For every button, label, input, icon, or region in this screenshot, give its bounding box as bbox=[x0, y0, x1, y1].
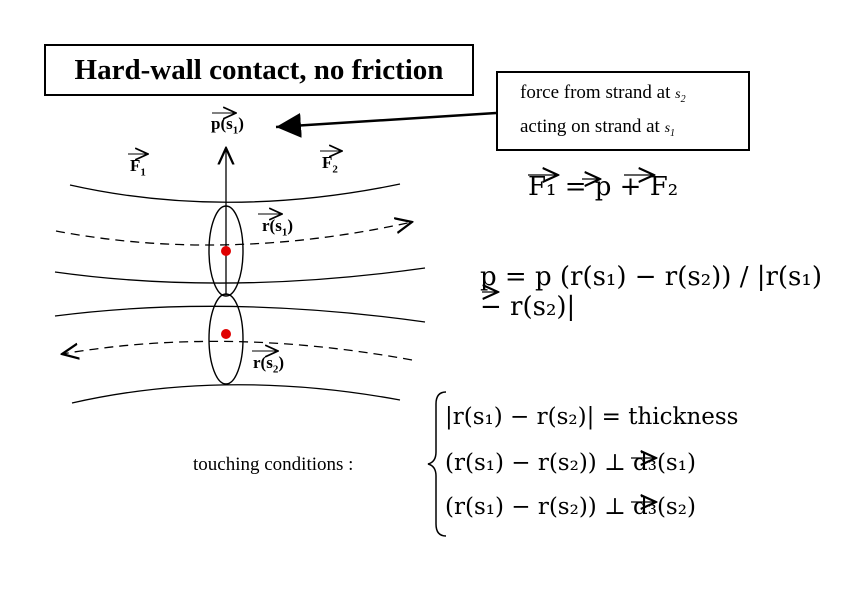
title-box: Hard-wall contact, no friction bbox=[44, 44, 474, 96]
lower-strand-centerline bbox=[62, 340, 413, 361]
touching-conditions-label: touching conditions : bbox=[193, 454, 354, 475]
title-text: Hard-wall contact, no friction bbox=[74, 53, 444, 86]
note-line-2: acting on strand at s1 bbox=[520, 116, 676, 139]
note-line-1: force from strand at s2 bbox=[520, 82, 686, 105]
upper-strand-top-edge bbox=[69, 183, 401, 203]
condition-1: |r(s₁) − r(s₂)| = thickness bbox=[445, 404, 739, 430]
note-box: force from strand at s2 acting on strand… bbox=[496, 71, 750, 151]
contact-point-upper bbox=[221, 246, 231, 256]
condition-2: (r(s₁) − r(s₂)) ⊥ d₃(s₁) bbox=[445, 450, 696, 476]
F2-label: F2 bbox=[322, 153, 338, 176]
note-pointer-arrow bbox=[275, 111, 497, 138]
upper-strand-bottom-edge bbox=[54, 267, 426, 284]
F1-label: F1 bbox=[130, 156, 146, 179]
p-label: p(s1) bbox=[211, 114, 244, 137]
r2-label: r(s2) bbox=[253, 353, 284, 376]
upper-strand-centerline bbox=[55, 222, 412, 246]
p-definition-equation: p = p (r(s₁) − r(s₂)) / |r(s₁) − r(s₂)| bbox=[480, 262, 822, 322]
contact-point-lower bbox=[221, 329, 231, 339]
lower-strand-bottom-edge bbox=[71, 384, 401, 404]
force-sum-equation: F₁ = p + F₂ bbox=[528, 172, 679, 202]
r1-label: r(s1) bbox=[262, 216, 293, 239]
conditions-brace bbox=[427, 391, 447, 537]
condition-3: (r(s₁) − r(s₂)) ⊥ d₃(s₂) bbox=[445, 494, 696, 520]
lower-strand-top-edge bbox=[54, 305, 426, 323]
